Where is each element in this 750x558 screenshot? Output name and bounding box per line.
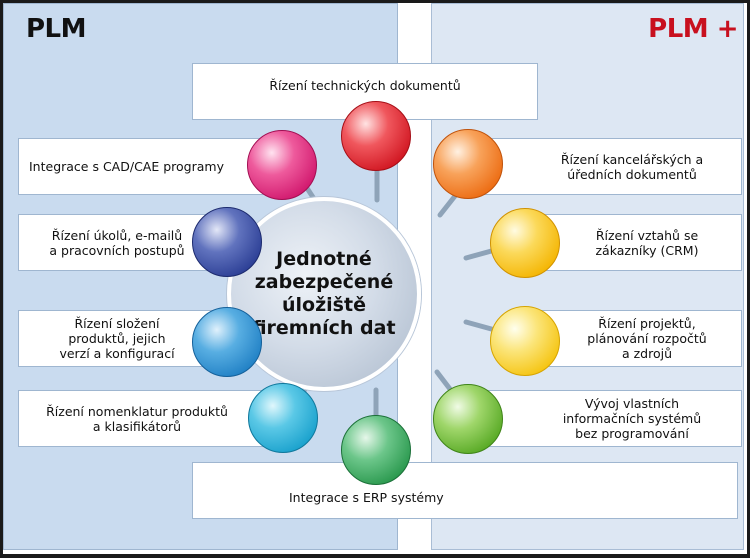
item-box-tasks-emails: Řízení úkolů, e-mailů a pracovních postu… <box>18 214 216 271</box>
sphere-lime-green-icon <box>433 384 503 454</box>
item-box-erp: Integrace s ERP systémy <box>192 462 738 519</box>
hub-label: Jednotné zabezpečené úložiště firemních … <box>252 248 396 339</box>
sphere-green-icon <box>341 415 411 485</box>
sphere-yellow-icon <box>490 208 560 278</box>
item-label: Řízení vztahů se zákazníky (CRM) <box>595 227 699 258</box>
item-box-cad-cae: Integrace s CAD/CAE programy <box>18 138 276 195</box>
item-label: Řízení složení produktů, jejich verzí a … <box>59 316 175 361</box>
sphere-orange-icon <box>433 129 503 199</box>
sphere-light-yellow-icon <box>490 306 560 376</box>
item-box-product-composition: Řízení složení produktů, jejich verzí a … <box>18 310 216 367</box>
sphere-blue-icon <box>192 307 262 377</box>
item-label: Řízení technických dokumentů <box>269 78 461 93</box>
sphere-red-icon <box>341 101 411 171</box>
plm-plus-panel <box>431 3 744 550</box>
item-label: Řízení projektů, plánování rozpočtů a zd… <box>587 316 707 361</box>
item-label: Integrace s CAD/CAE programy <box>29 159 224 174</box>
item-label: Řízení kancelářských a úředních dokument… <box>560 151 704 182</box>
plm-title: PLM <box>26 14 87 44</box>
item-label: Vývoj vlastních informačních systémů bez… <box>562 396 702 441</box>
item-box-nomenclature: Řízení nomenklatur produktů a klasifikát… <box>18 390 276 447</box>
item-label: Řízení úkolů, e-mailů a pracovních postu… <box>49 227 185 258</box>
plm-plus-title: PLM + <box>648 14 738 44</box>
item-label: Integrace s ERP systémy <box>289 490 444 505</box>
item-label: Řízení nomenklatur produktů a klasifikát… <box>46 403 228 434</box>
sphere-magenta-icon <box>247 130 317 200</box>
sphere-dark-blue-icon <box>192 207 262 277</box>
sphere-cyan-icon <box>248 383 318 453</box>
